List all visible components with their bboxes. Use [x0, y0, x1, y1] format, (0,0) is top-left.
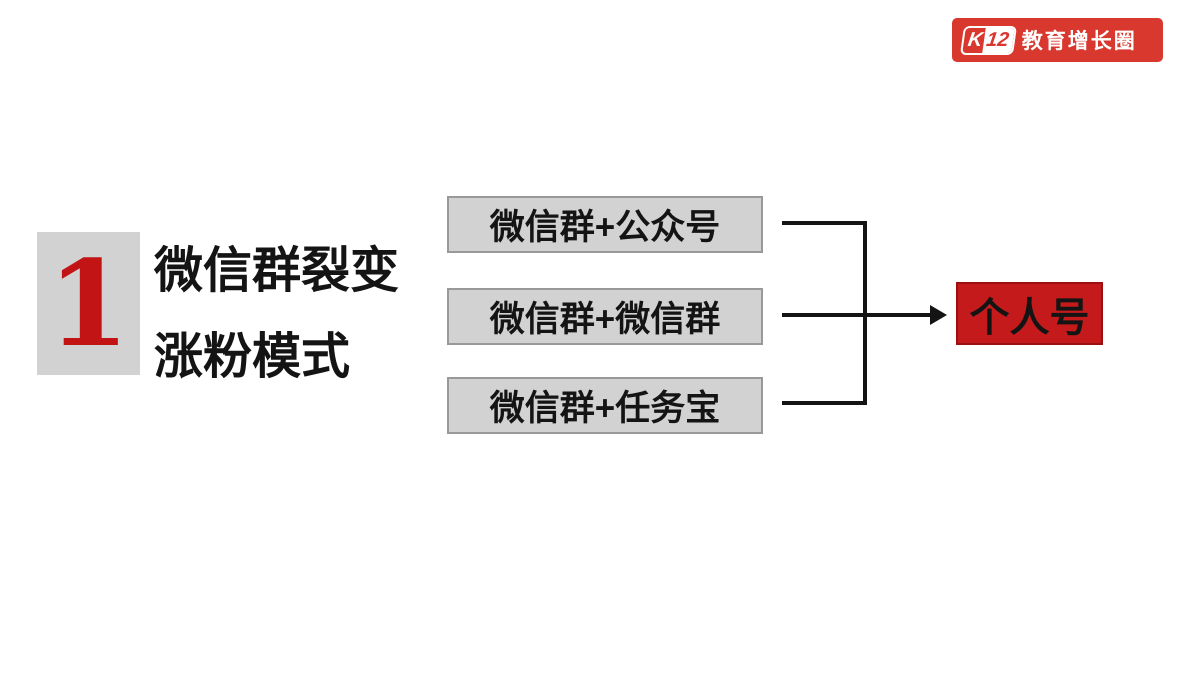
section-title-line2: 涨粉模式 [154, 330, 351, 384]
source-box-wechat-group-official-account: 微信群+公众号 [447, 196, 763, 253]
section-number-square: 1 [37, 232, 140, 375]
source-box-wechat-group-taskbao: 微信群+任务宝 [447, 377, 763, 434]
k12-logo: K 12 教育增长圈 [952, 18, 1163, 62]
connector-line-top [782, 221, 866, 225]
k12-badge-num: 12 [982, 27, 1015, 53]
section-title: 微信群裂变 涨粉模式 [154, 228, 399, 400]
arrow-shaft [866, 313, 930, 317]
k12-badge-icon: K 12 [959, 25, 1017, 55]
connector-line-middle [782, 313, 866, 317]
connector-line-bottom [782, 401, 866, 405]
section-title-line1: 微信群裂变 [154, 244, 400, 298]
target-box-personal-account: 个人号 [956, 282, 1103, 345]
arrow-head-icon [930, 305, 947, 325]
source-box-wechat-group-wechat-group: 微信群+微信群 [447, 288, 763, 345]
connector-line-vertical [863, 221, 867, 405]
section-number: 1 [47, 233, 130, 373]
logo-name: 教育增长圈 [1021, 30, 1137, 53]
